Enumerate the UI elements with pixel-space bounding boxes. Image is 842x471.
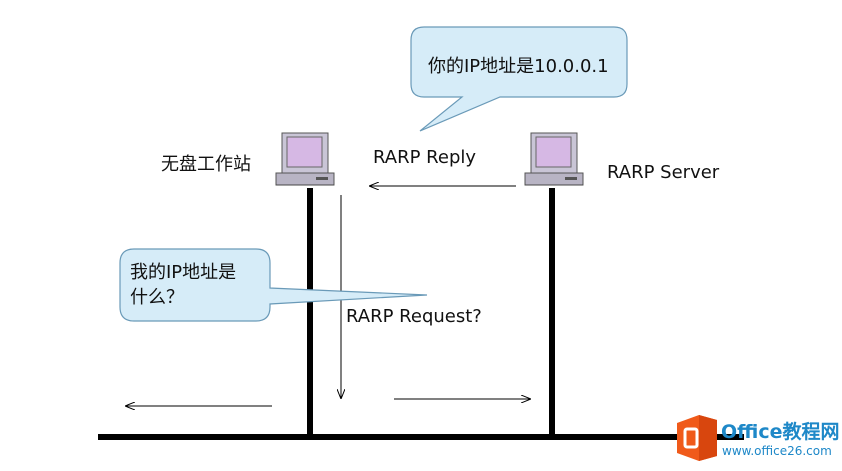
workstation-computer-icon [275,132,335,186]
watermark-brand: Office教程网 [721,420,840,443]
workstation-label: 无盘工作站 [161,154,251,175]
reply-label: RARP Reply [373,147,476,168]
server-label: RARP Server [607,162,720,183]
watermark-url: www.office26.com [722,444,832,458]
reply-speech-bubble: 你的IP地址是10.0.0.1 [410,26,628,132]
server-computer-icon [524,132,584,186]
office-logo-icon [677,415,717,461]
office26-watermark: Office教程网 www.office26.com [677,415,840,461]
request-bubble-line-1: 我的IP地址是 [130,262,236,283]
request-label: RARP Request? [346,306,482,327]
request-speech-bubble: 我的IP地址是 什么？ [119,248,428,322]
request-bubble-line-2: 什么？ [130,287,184,308]
reply-bubble-line-1: 你的IP地址是10.0.0.1 [428,56,609,77]
